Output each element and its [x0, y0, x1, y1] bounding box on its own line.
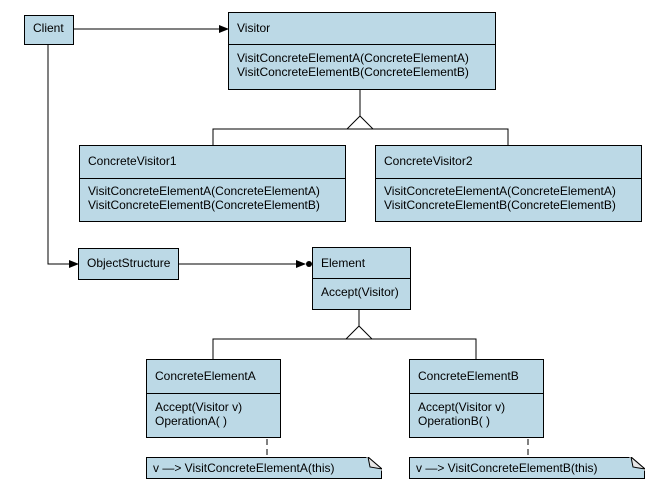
concrete-element-a-operations: Accept(Visitor v) OperationA( )	[147, 394, 280, 428]
client-box[interactable]: Client	[24, 15, 74, 45]
visitor-class-name: Visitor	[229, 13, 495, 45]
note-a-text: v —> VisitConcreteElementA(this)	[153, 461, 335, 475]
element-operations: Accept(Visitor)	[313, 279, 410, 299]
concrete-visitor1-class[interactable]: ConcreteVisitor1 VisitConcreteElementA(C…	[79, 145, 346, 222]
note-fold-icon	[366, 457, 382, 471]
concrete-element-a-class-name: ConcreteElementA	[147, 360, 280, 394]
concrete-element-a-op: OperationA( )	[155, 414, 228, 428]
element-op: Accept(Visitor)	[321, 285, 399, 299]
concrete-visitor2-operations: VisitConcreteElementA(ConcreteElementA) …	[376, 179, 641, 212]
concrete-visitor2-class[interactable]: ConcreteVisitor2 VisitConcreteElementA(C…	[375, 145, 642, 222]
note-fold-icon	[629, 457, 645, 471]
visitor-op: VisitConcreteElementB(ConcreteElementB)	[237, 65, 469, 79]
note-a: v —> VisitConcreteElementA(this)	[146, 457, 382, 479]
concrete-visitor1-operations: VisitConcreteElementA(ConcreteElementA) …	[80, 179, 345, 212]
client-label: Client	[33, 21, 64, 35]
concrete-element-a-class[interactable]: ConcreteElementA Accept(Visitor v) Opera…	[146, 359, 281, 438]
objectstructure-label: ObjectStructure	[87, 256, 171, 270]
note-b-text: v —> VisitConcreteElementB(this)	[416, 461, 598, 475]
element-class-name: Element	[313, 248, 410, 279]
visitor-op: VisitConcreteElementA(ConcreteElementA)	[237, 51, 469, 65]
element-class[interactable]: Element Accept(Visitor)	[312, 247, 411, 310]
aggregation-dot	[306, 261, 312, 267]
concrete-visitor2-op: VisitConcreteElementA(ConcreteElementA)	[384, 184, 616, 198]
concrete-visitor1-class-name: ConcreteVisitor1	[80, 146, 345, 179]
visitor-class[interactable]: Visitor VisitConcreteElementA(ConcreteEl…	[228, 12, 496, 90]
element-inheritance-triangle	[344, 325, 374, 340]
concrete-element-b-op: OperationB( )	[418, 414, 491, 428]
element-inheritance-lines	[212, 338, 477, 359]
concrete-visitor1-op: VisitConcreteElementA(ConcreteElementA)	[88, 184, 320, 198]
concrete-element-b-class[interactable]: ConcreteElementB Accept(Visitor v) Opera…	[409, 359, 544, 438]
concrete-element-a-op: Accept(Visitor v)	[155, 400, 243, 414]
concrete-element-b-op: Accept(Visitor v)	[418, 400, 506, 414]
concrete-visitor1-op: VisitConcreteElementB(ConcreteElementB)	[88, 198, 320, 212]
concrete-element-b-class-name: ConcreteElementB	[410, 360, 543, 394]
client-to-objectstructure-arrow	[47, 45, 79, 268]
concrete-visitor2-class-name: ConcreteVisitor2	[376, 146, 641, 179]
note-b: v —> VisitConcreteElementB(this)	[409, 457, 645, 479]
concrete-visitor2-op: VisitConcreteElementB(ConcreteElementB)	[384, 198, 616, 212]
concrete-element-b-operations: Accept(Visitor v) OperationB( )	[410, 394, 543, 428]
visitor-inheritance-lines	[212, 128, 509, 145]
visitor-inheritance-triangle	[345, 115, 375, 130]
visitor-operations: VisitConcreteElementA(ConcreteElementA) …	[229, 45, 495, 79]
objectstructure-box[interactable]: ObjectStructure	[78, 248, 179, 280]
